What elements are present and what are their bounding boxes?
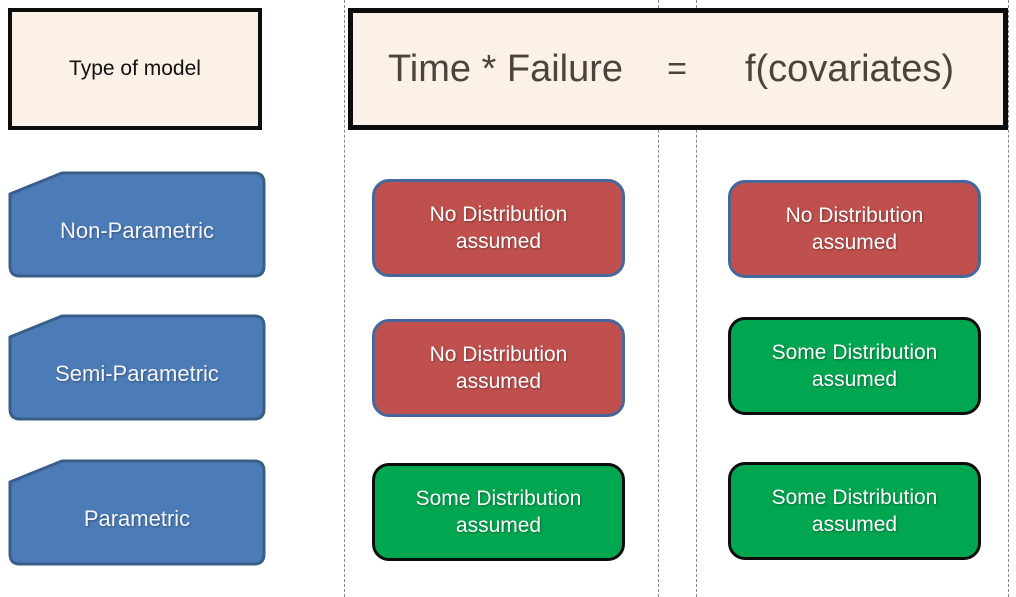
- cell-text-line1: Some Distribution: [415, 486, 582, 510]
- cell-parametric-covariates: Some Distribution assumed: [728, 462, 981, 560]
- cell-text-line2: assumed: [811, 368, 898, 391]
- column-divider-equals-left: [658, 0, 659, 597]
- cell-text-line1: No Distribution: [429, 342, 568, 366]
- model-shape-semi-parametric: Semi-Parametric: [8, 314, 266, 421]
- cell-text-line1: No Distribution: [429, 202, 568, 226]
- column-divider-left: [344, 0, 345, 597]
- cell-parametric-time-failure: Some Distribution assumed: [372, 463, 625, 561]
- snip-corner-shape-icon: [8, 314, 266, 421]
- equation-right-term: f(covariates): [744, 47, 955, 90]
- model-label: Non-Parametric: [59, 217, 215, 243]
- model-shape-non-parametric: Non-Parametric: [8, 171, 266, 278]
- cell-nonparametric-covariates: No Distribution assumed: [728, 180, 981, 278]
- cell-text-line2: assumed: [455, 514, 542, 537]
- type-of-model-label: Type of model: [69, 57, 201, 80]
- cell-text-line1: No Distribution: [785, 203, 924, 227]
- equation-header-box: Time * Failure = f(covariates): [348, 8, 1008, 130]
- cell-text-line2: assumed: [811, 231, 898, 254]
- column-divider-equals-right: [696, 0, 697, 597]
- cell-semiparametric-covariates: Some Distribution assumed: [728, 317, 981, 415]
- column-divider-right: [1008, 0, 1009, 597]
- cell-nonparametric-time-failure: No Distribution assumed: [372, 179, 625, 277]
- cell-text-line1: Some Distribution: [771, 485, 938, 509]
- model-label: Parametric: [83, 505, 191, 531]
- type-of-model-header-box: Type of model: [8, 8, 262, 130]
- model-shape-parametric: Parametric: [8, 459, 266, 566]
- cell-text-line2: assumed: [811, 513, 898, 536]
- equation-left-term: Time * Failure: [387, 47, 624, 90]
- snip-corner-shape-icon: [8, 459, 266, 566]
- cell-semiparametric-time-failure: No Distribution assumed: [372, 319, 625, 417]
- model-label: Semi-Parametric: [55, 360, 219, 386]
- cell-text-line2: assumed: [455, 370, 542, 393]
- cell-text-line1: Some Distribution: [771, 340, 938, 364]
- equals-sign: =: [667, 49, 687, 88]
- cell-text-line2: assumed: [455, 230, 542, 253]
- snip-corner-shape-icon: [8, 171, 266, 278]
